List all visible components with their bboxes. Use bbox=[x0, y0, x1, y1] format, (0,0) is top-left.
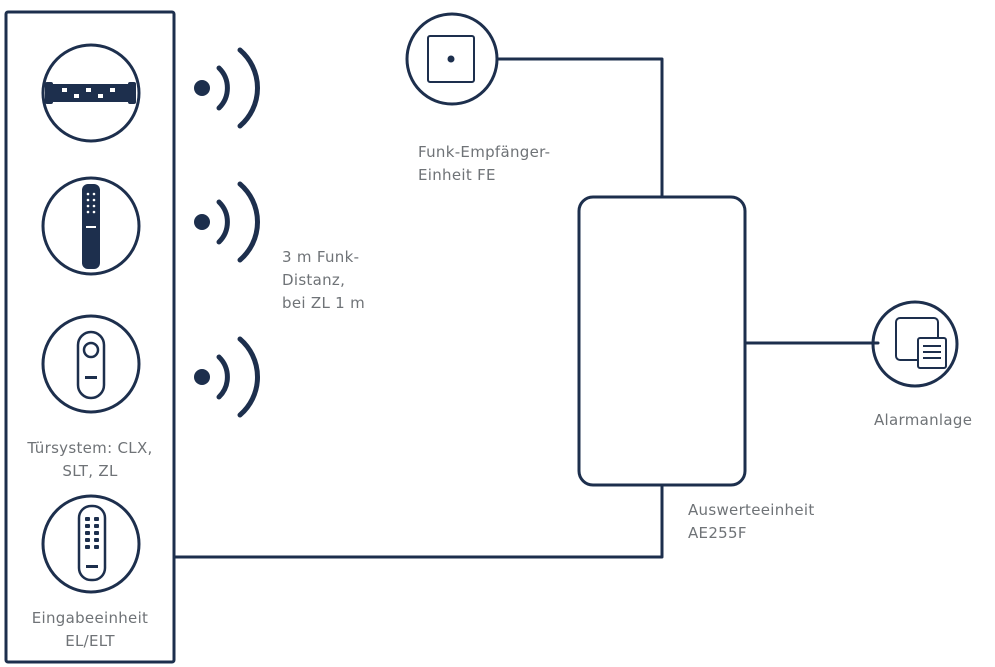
keypad-unit-icon bbox=[77, 504, 107, 582]
fe-label: Funk-Empfänger- Einheit FE bbox=[418, 141, 550, 187]
radio-waves-1 bbox=[194, 47, 260, 129]
distance-line-1: 3 m Funk- bbox=[282, 248, 360, 266]
tuersystem-line-2: SLT, ZL bbox=[62, 462, 118, 480]
device-circle-1 bbox=[41, 43, 141, 143]
radio-receiver-icon bbox=[427, 35, 475, 83]
fe-circle bbox=[405, 12, 499, 106]
ae-line-2: AE255F bbox=[688, 524, 747, 542]
line-eingabe-to-ae bbox=[172, 483, 664, 559]
auswerteeinheit-box bbox=[577, 195, 747, 487]
fe-line-1: Funk-Empfänger- bbox=[418, 143, 551, 161]
ae-label: Auswerteeinheit AE255F bbox=[688, 499, 815, 545]
tuersystem-line-1: Türsystem: CLX, bbox=[27, 439, 153, 457]
ae-line-1: Auswerteeinheit bbox=[688, 501, 815, 519]
distance-label: 3 m Funk- Distanz, bei ZL 1 m bbox=[282, 246, 365, 315]
cylinder-lock-icon bbox=[45, 82, 136, 104]
eingabe-line-2: EL/ELT bbox=[65, 632, 115, 650]
device-circle-3 bbox=[41, 314, 141, 414]
device-circle-2 bbox=[41, 176, 141, 276]
distance-line-2: Distanz, bbox=[282, 271, 346, 289]
door-fitting-icon bbox=[76, 330, 106, 400]
eingabe-line-1: Eingabeeinheit bbox=[31, 609, 149, 627]
eingabe-label: Eingabeeinheit EL/ELT bbox=[10, 607, 170, 653]
long-door-handle-icon bbox=[82, 184, 100, 269]
alarm-circle bbox=[871, 300, 959, 388]
radio-waves-3 bbox=[194, 336, 260, 418]
line-fe-to-ae bbox=[495, 57, 664, 199]
fe-line-2: Einheit FE bbox=[418, 166, 496, 184]
device-group-frame bbox=[4, 10, 176, 664]
alarm-panel-icon bbox=[895, 317, 947, 369]
alarm-label: Alarmanlage bbox=[874, 409, 972, 432]
device-circle-4 bbox=[41, 494, 141, 594]
radio-waves-icon bbox=[194, 47, 260, 418]
distance-line-3: bei ZL 1 m bbox=[282, 294, 366, 312]
tuersystem-label: Türsystem: CLX, SLT, ZL bbox=[10, 437, 170, 483]
alarm-text: Alarmanlage bbox=[874, 411, 973, 429]
radio-waves-2 bbox=[194, 181, 260, 263]
